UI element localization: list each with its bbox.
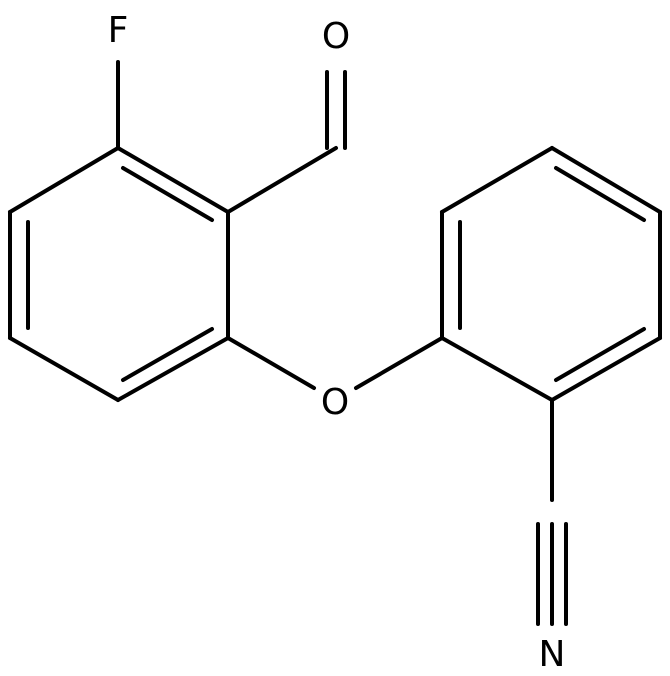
bond-o-ring2 [354, 336, 444, 390]
bond-ring2-upper-right-inner [554, 166, 646, 222]
ether-oxygen-label: O [321, 382, 349, 423]
right-benzene-ring [440, 146, 662, 402]
bond-ring1-o [226, 336, 316, 390]
bond-ring1-upper-left [8, 146, 120, 214]
bond-ring2-lower-right-inner [554, 327, 646, 382]
bond-ring1-top [116, 146, 230, 214]
bond-ring1-lower-left [8, 336, 120, 402]
bond-ring1-bottom [116, 336, 230, 402]
bond-ring1-bottom-inner [121, 327, 214, 382]
bond-ring2-lower-left [440, 336, 554, 402]
bond-ring2-upper-right [550, 146, 662, 214]
aldehyde-oxygen-label: O [322, 16, 350, 57]
fluorine-label: F [108, 10, 129, 51]
bond-ring2-upper-left [440, 146, 554, 214]
nitrile-nitrogen-label: N [539, 634, 566, 675]
left-benzene-ring [8, 146, 230, 402]
bond-ring2-lower-right [550, 336, 662, 402]
bond-ring1-top-inner [121, 166, 214, 222]
bond-ring-cho [226, 146, 338, 214]
